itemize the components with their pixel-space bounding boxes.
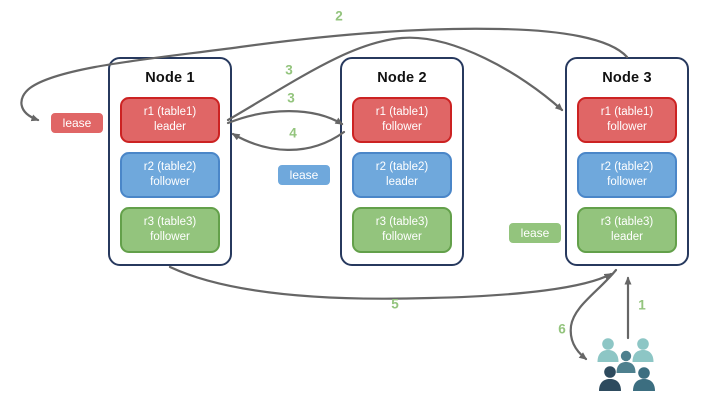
node-2-title: Node 2 [377, 70, 427, 86]
arrow-step-6-node3-to-users [569, 268, 618, 361]
node-2-replica-r3: r3 (table3) follower [352, 207, 452, 253]
node-1-replica-r1: r1 (table1) leader [120, 97, 220, 143]
lease-badge-table3: lease [508, 222, 562, 244]
replica-role: leader [386, 176, 418, 188]
step-label-1: 1 [638, 297, 646, 313]
users-group-icon [597, 338, 655, 391]
step-label-6: 6 [558, 321, 566, 337]
node-3-replica-r1: r1 (table1) follower [577, 97, 677, 143]
step-label-3b: 3 [287, 90, 295, 106]
node-1: Node 1 r1 (table1) leader r2 (table2) fo… [108, 57, 232, 266]
replica-name: r2 (table2) [375, 160, 429, 173]
replica-role: follower [150, 231, 190, 243]
step-label-4: 4 [289, 125, 297, 141]
node-3-replica-r2: r2 (table2) follower [577, 152, 677, 198]
node-1-replica-r2: r2 (table2) follower [120, 152, 220, 198]
node-1-replica-r3: r3 (table3) follower [120, 207, 220, 253]
step-label-3a: 3 [285, 62, 293, 78]
replica-role: leader [154, 121, 186, 133]
node-1-title: Node 1 [145, 70, 195, 86]
replica-name: r2 (table2) [600, 160, 654, 173]
node-2-replica-r2: r2 (table2) leader [352, 152, 452, 198]
node-2-replica-r1: r1 (table1) follower [352, 97, 452, 143]
replica-role: leader [611, 231, 643, 243]
replica-name: r1 (table1) [143, 105, 197, 118]
node-3: Node 3 r1 (table1) follower r2 (table2) … [565, 57, 689, 266]
replica-role: follower [607, 176, 647, 188]
replica-role: follower [607, 121, 647, 133]
replica-name: r1 (table1) [375, 105, 429, 118]
node-3-replica-r3: r3 (table3) leader [577, 207, 677, 253]
step-label-5: 5 [391, 296, 399, 312]
replica-role: follower [150, 176, 190, 188]
replica-role: follower [382, 231, 422, 243]
replica-name: r2 (table2) [143, 160, 197, 173]
node-2: Node 2 r1 (table1) follower r2 (table2) … [340, 57, 464, 266]
replica-name: r3 (table3) [600, 215, 654, 228]
step-label-2: 2 [335, 8, 343, 24]
lease-badge-table2: lease [277, 164, 331, 186]
lease-badge-table1: lease [50, 112, 104, 134]
arrow-step-3-node1-to-node2 [226, 110, 344, 126]
arrow-step-5-node1-to-node3 [168, 265, 613, 300]
node-3-title: Node 3 [602, 70, 652, 86]
replica-name: r3 (table3) [143, 215, 197, 228]
replica-name: r1 (table1) [600, 105, 654, 118]
replica-name: r3 (table3) [375, 215, 429, 228]
replica-role: follower [382, 121, 422, 133]
